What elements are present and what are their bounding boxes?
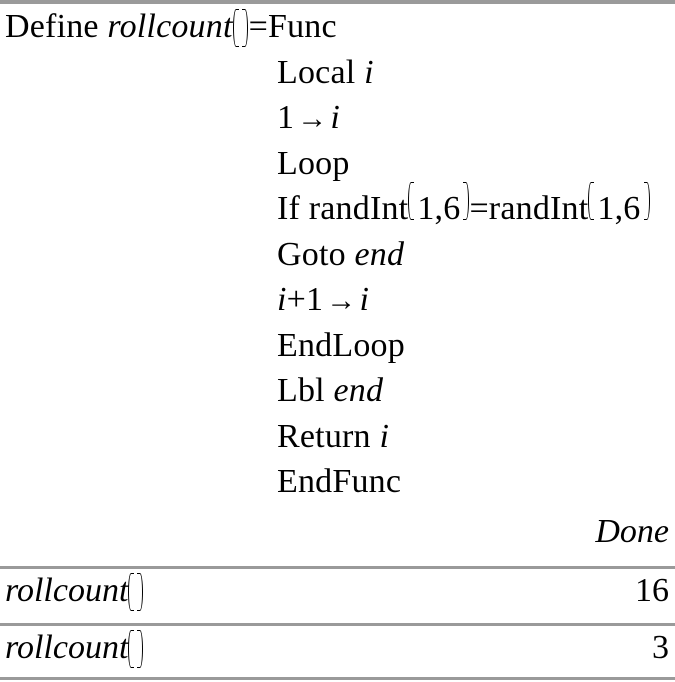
keyword: Lbl [277, 372, 334, 409]
keyword: =Func [248, 8, 337, 45]
code-line-goto[interactable]: Goto end [0, 232, 675, 278]
identifier: i [379, 417, 390, 455]
argument-parens: 1,6 [588, 182, 650, 232]
define-result-row: Done [0, 511, 675, 563]
keyword: =randInt [469, 190, 589, 227]
identifier: i [330, 99, 341, 136]
entry-1-result: 16 [635, 572, 669, 609]
entry-2-result: 3 [652, 629, 669, 666]
keyword: Return [277, 417, 380, 455]
entry-2-function-name: rollcount [5, 629, 129, 666]
keyword: +1 [286, 281, 324, 318]
identifier: end [354, 235, 405, 273]
define-result-value: Done [595, 513, 669, 550]
entry-1-input[interactable]: rollcount [5, 572, 144, 611]
code-line-endfunc[interactable]: EndFunc [0, 459, 675, 505]
entry-divider-1 [0, 566, 675, 569]
keyword: EndFunc [277, 463, 402, 500]
history-entry-1[interactable]: rollcount 16 [0, 569, 675, 623]
code-line-init-i[interactable]: 1→i [0, 95, 675, 141]
identifier: i [359, 281, 370, 318]
identifier: i [364, 53, 374, 91]
keyword: Local [277, 53, 365, 91]
history-top-divider [0, 0, 675, 4]
identifier: rollcount [107, 8, 233, 45]
history-entry-2[interactable]: rollcount 3 [0, 626, 675, 678]
code-line-return[interactable]: Return i [0, 414, 675, 460]
entry-1-function-name: rollcount [5, 572, 129, 609]
store-arrow-icon: → [326, 284, 357, 317]
entry-2-input[interactable]: rollcount [5, 629, 144, 668]
keyword: Loop [277, 144, 350, 182]
identifier: i [277, 281, 287, 318]
keyword: Define [5, 8, 108, 45]
code-line-incr-i[interactable]: i+1→i [0, 277, 675, 323]
keyword: 1 [277, 99, 295, 136]
code-line-lbl[interactable]: Lbl end [0, 368, 675, 414]
keyword: EndLoop [277, 326, 405, 364]
code-line-endloop[interactable]: EndLoop [0, 323, 675, 369]
keyword: Goto [277, 235, 355, 273]
entry-divider-3 [0, 677, 675, 680]
store-arrow-icon: → [297, 102, 328, 135]
code-line-define[interactable]: Define rollcount =Func [0, 4, 675, 50]
code-line-local[interactable]: Local i [0, 50, 675, 96]
entry-divider-2 [0, 623, 675, 626]
identifier: end [333, 372, 384, 409]
argument-parens: 1,6 [408, 182, 470, 232]
keyword: If randInt [277, 190, 409, 227]
code-line-loop[interactable]: Loop [0, 141, 675, 187]
